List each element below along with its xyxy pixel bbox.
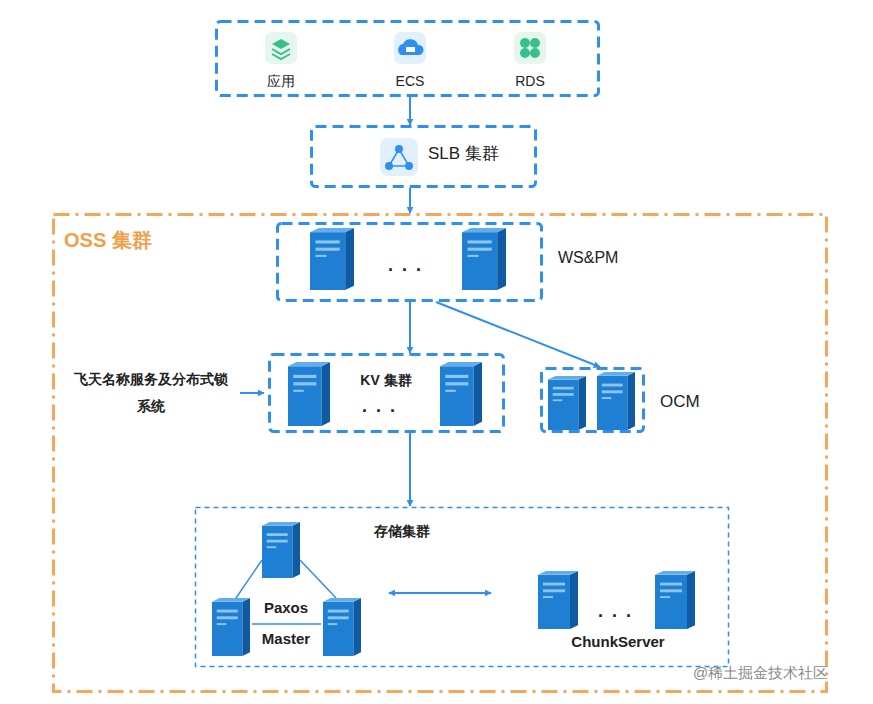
node-label: 应用 (267, 73, 295, 90)
node-label: 飞天名称服务及分布式锁系统 (70, 366, 232, 419)
paxos-links (236, 560, 336, 624)
slb-icon (380, 138, 418, 176)
box-outline (310, 125, 537, 188)
cluster-box: OCM (540, 367, 645, 433)
node-label: Paxos (264, 599, 308, 617)
node-label: 存储集群 (374, 523, 430, 540)
cluster-box: SLB 集群 (310, 125, 537, 188)
arrow-connector (409, 97, 411, 125)
server-group: PaxosMaster (205, 515, 385, 663)
cluster-region: OSS 集群WS&PM飞天名称服务及分布式锁系统KV 集群OCM存储集群Paxo… (52, 213, 828, 693)
node-label: RDS (515, 73, 545, 90)
watermark: @稀土掘金技术社区 (693, 664, 828, 683)
node-label: WS&PM (558, 248, 618, 267)
node-label: ChunkServer (571, 633, 664, 651)
group-box: 应用 ECS RDS (215, 20, 600, 97)
cluster-box: 存储集群PaxosMasterChunkServer (194, 506, 730, 668)
icon-node: 应用 (250, 28, 312, 96)
arrow-connector (409, 302, 411, 353)
text-node: 飞天名称服务及分布式锁系统 (66, 362, 236, 426)
ellipsis-mark: . . . (362, 396, 397, 417)
node-label: OCM (660, 392, 700, 412)
arrow-connector (409, 188, 411, 213)
ellipsis-mark: . . . (598, 601, 633, 622)
node-label: SLB 集群 (428, 144, 499, 164)
arrow-connector (436, 302, 600, 367)
arrow-connector (389, 592, 491, 594)
box-outline (268, 353, 505, 433)
app-icon (265, 32, 297, 64)
box-outline (52, 213, 828, 693)
node-label: ECS (396, 73, 425, 90)
server-icons (212, 228, 695, 656)
node-label: OSS 集群 (64, 228, 152, 252)
arrow-connector (240, 392, 264, 394)
rds-icon (514, 32, 546, 64)
icon-node: RDS (500, 28, 560, 96)
cluster-box: KV 集群 (268, 353, 505, 433)
node-label: KV 集群 (360, 372, 411, 389)
box-outline (540, 367, 645, 433)
node-label: Master (262, 630, 310, 648)
ellipsis-mark: . . . (388, 255, 423, 276)
arrow-connector (409, 433, 411, 506)
ecs-icon (394, 32, 426, 64)
icon-node: ECS (380, 28, 440, 96)
